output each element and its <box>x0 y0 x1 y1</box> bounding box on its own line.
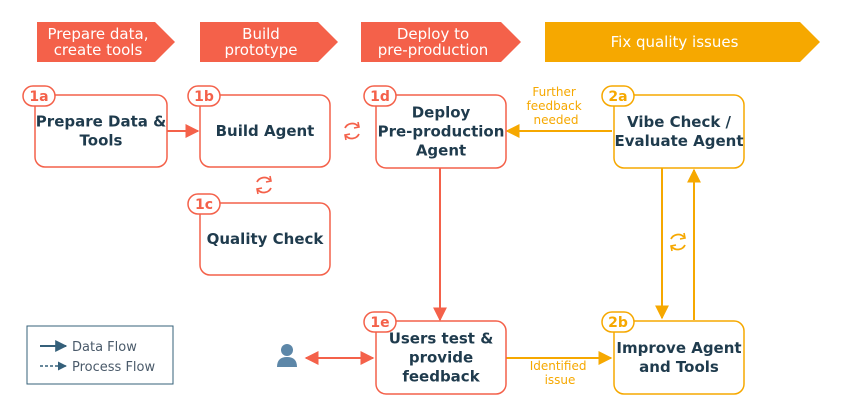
phase-header: Prepare data,create tools <box>37 22 175 62</box>
legend-process-flow-label: Process Flow <box>72 360 155 375</box>
label-identified-issue: Identified issue <box>530 359 591 387</box>
label-further-feedback: Further feedback needed <box>527 85 586 127</box>
cycle-icons <box>256 121 686 252</box>
legend-box <box>26 325 174 385</box>
node-2a: Vibe Check /Evaluate Agent 2a <box>601 85 745 169</box>
node-box <box>613 320 745 395</box>
node-badge <box>601 85 635 107</box>
node-box <box>375 94 507 169</box>
phase-label: Prepare data,create tools <box>48 25 149 59</box>
node-1c: Quality Check 1c <box>187 193 331 276</box>
node-badge-label: 1b <box>194 89 214 105</box>
phase-chevron <box>545 22 820 62</box>
edge-labels: Further feedback needed Identified issue <box>527 85 591 387</box>
node-badge <box>601 311 635 333</box>
node-box <box>199 94 331 168</box>
legend-data-flow-label: Data Flow <box>72 340 137 355</box>
phase-header: Fix quality issues <box>545 22 820 62</box>
node-badge-label: 1d <box>370 89 390 105</box>
node-badge <box>187 193 221 215</box>
node-1b: Build Agent 1b <box>187 85 331 168</box>
node-box <box>34 94 168 168</box>
node-badge-label: 2b <box>608 315 628 331</box>
cycle-icon <box>256 175 272 195</box>
node-badge <box>187 85 221 107</box>
cycle-icon <box>670 232 686 252</box>
node-box <box>375 320 507 395</box>
phase-chevron <box>361 22 521 62</box>
node-badge-label: 1e <box>370 315 389 331</box>
node-label: Vibe Check /Evaluate Agent <box>614 113 743 150</box>
node-box <box>199 202 331 276</box>
node-1a: Prepare Data &Tools 1a <box>22 85 168 168</box>
node-label: Quality Check <box>207 230 325 248</box>
node-box <box>613 94 745 169</box>
legend: Data Flow Process Flow <box>26 325 174 385</box>
cycle-icon <box>344 121 360 141</box>
node-badge-label: 2a <box>608 89 627 105</box>
node-badge-label: 1a <box>29 89 48 105</box>
node-label: Build Agent <box>216 122 315 140</box>
phase-chevron <box>37 22 175 62</box>
phase-chevron <box>200 22 338 62</box>
node-badge-label: 1c <box>195 197 213 213</box>
node-badge <box>22 85 56 107</box>
phase-label: Fix quality issues <box>611 33 739 51</box>
node-badge <box>363 311 397 333</box>
node-label: Prepare Data &Tools <box>36 113 166 150</box>
edges <box>167 124 701 365</box>
user-icon <box>277 344 297 367</box>
node-badge <box>363 85 397 107</box>
